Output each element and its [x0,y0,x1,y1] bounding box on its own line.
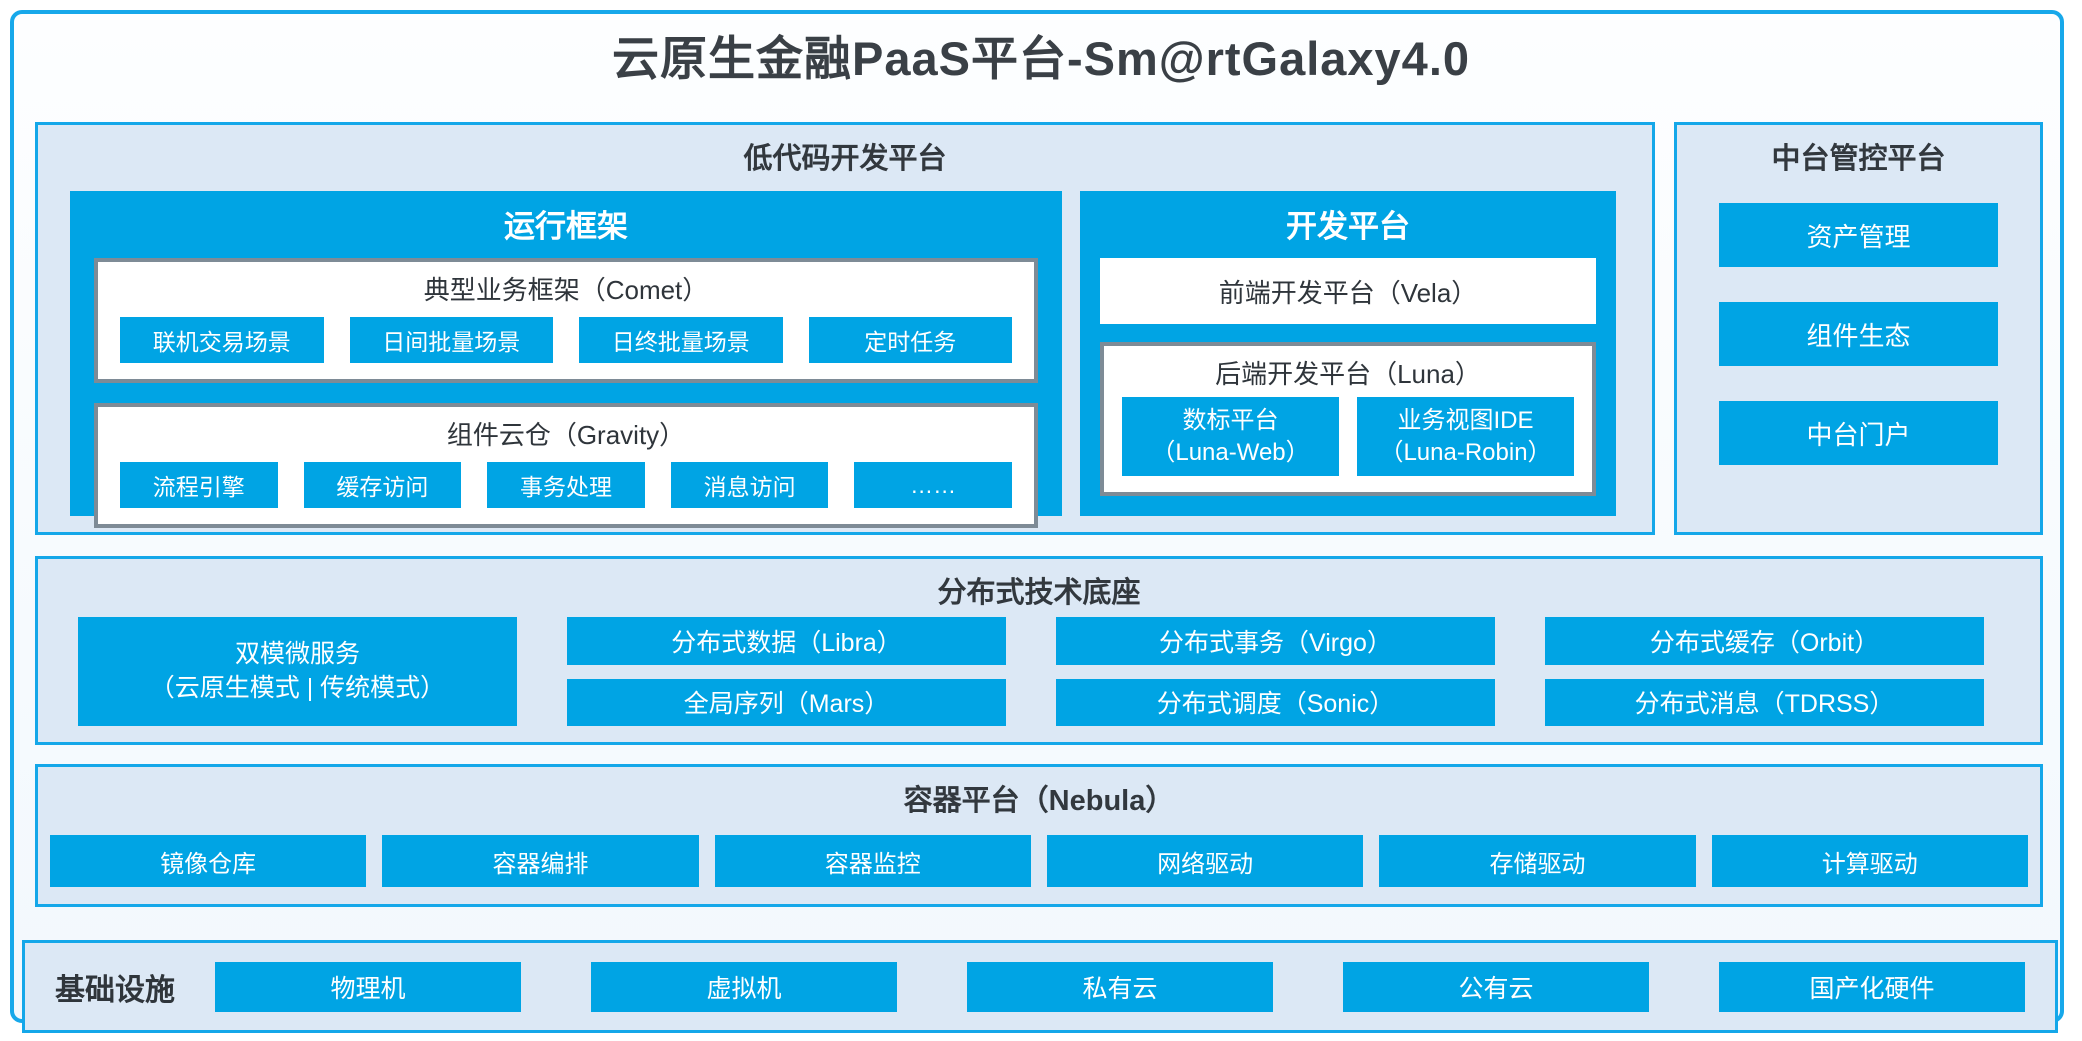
luna-robin-label: 业务视图IDE [1397,407,1534,435]
lowcode-content-row: 运行框架 典型业务框架（Comet） 联机交易场景 日间批量场景 日终批量场景 … [70,191,1616,528]
block-workflow-engine: 流程引擎 [120,462,278,508]
block-image-registry: 镜像仓库 [50,835,367,887]
dev-platform-box: 开发平台 前端开发平台（Vela） 后端开发平台（Luna） 数标平台 （Lun… [1080,191,1616,516]
lowcode-panel-title: 低代码开发平台 [743,143,947,175]
page-title: 云原生金融PaaS平台-Sm@rtGalaxy4.0 [611,32,1471,85]
container-panel-title: 容器平台（Nebula） [903,785,1175,817]
infrastructure-row: 基础设施 物理机 虚拟机 私有云 公有云 国产化硬件 [25,943,2055,1030]
block-eod-batch-scenario: 日终批量场景 [579,317,783,363]
block-network-driver: 网络驱动 [1046,835,1364,887]
runtime-framework-box: 运行框架 典型业务框架（Comet） 联机交易场景 日间批量场景 日终批量场景 … [70,191,1062,528]
block-intraday-batch-scenario: 日间批量场景 [349,317,553,363]
luna-backend-title: 后端开发平台（Luna） [1215,359,1481,389]
block-luna-robin: 业务视图IDE （Luna-Robin） [1357,397,1574,476]
block-asset-management: 资产管理 [1719,203,1998,267]
panel-lowcode-platform: 低代码开发平台 运行框架 典型业务框架（Comet） 联机交易场景 日间批量场景… [35,122,1655,535]
block-distributed-scheduler-sonic: 分布式调度（Sonic） [1056,678,1495,726]
block-cache-access: 缓存访问 [303,462,462,508]
panel-infrastructure: 基础设施 物理机 虚拟机 私有云 公有云 国产化硬件 [22,940,2058,1033]
block-distributed-message-tdrss: 分布式消息（TDRSS） [1545,678,1984,726]
comet-framework-title: 典型业务框架（Comet） [423,275,709,305]
block-container-orchestration: 容器编排 [382,835,699,887]
block-distributed-txn-virgo: 分布式事务（Virgo） [1056,617,1495,665]
block-more-ellipsis: …… [854,462,1012,508]
container-blocks-row: 镜像仓库 容器编排 容器监控 网络驱动 存储驱动 计算驱动 [50,835,2028,887]
block-private-cloud: 私有云 [967,961,1273,1012]
block-storage-driver: 存储驱动 [1379,835,1696,887]
dual-mode-label: 双模微服务 [234,639,360,668]
block-luna-web: 数标平台 （Luna-Web） [1122,397,1339,476]
midplatform-panel-title: 中台管控平台 [1771,143,1946,175]
gravity-warehouse-box: 组件云仓（Gravity） 流程引擎 缓存访问 事务处理 消息访问 …… [94,403,1038,528]
block-distributed-data-libra: 分布式数据（Libra） [567,617,1006,665]
comet-blocks-row: 联机交易场景 日间批量场景 日终批量场景 定时任务 [120,317,1012,363]
block-component-ecosystem: 组件生态 [1719,302,1998,366]
panel-distributed-base: 分布式技术底座 双模微服务 （云原生模式 | 传统模式） 分布式数据（Libra… [35,556,2043,745]
block-online-txn-scenario: 联机交易场景 [120,317,324,363]
luna-web-sublabel: （Luna-Web） [1151,438,1310,466]
distributed-panel-title: 分布式技术底座 [937,577,1141,609]
block-compute-driver: 计算驱动 [1711,835,2028,887]
distributed-blocks-grid: 双模微服务 （云原生模式 | 传统模式） 分布式数据（Libra） 分布式事务（… [78,617,1984,726]
block-domestic-hardware: 国产化硬件 [1719,961,2025,1012]
dev-platform-title: 开发平台 [1286,209,1410,244]
block-transaction-processing: 事务处理 [487,462,645,508]
luna-blocks-row: 数标平台 （Luna-Web） 业务视图IDE （Luna-Robin） [1122,397,1574,476]
block-dual-mode-microservice: 双模微服务 （云原生模式 | 传统模式） [78,617,517,726]
panel-container-platform: 容器平台（Nebula） 镜像仓库 容器编排 容器监控 网络驱动 存储驱动 计算… [35,764,2043,907]
midplatform-blocks-column: 资产管理 组件生态 中台门户 [1719,203,1998,465]
block-distributed-cache-orbit: 分布式缓存（Orbit） [1545,617,1984,665]
gravity-blocks-row: 流程引擎 缓存访问 事务处理 消息访问 …… [120,462,1012,508]
block-physical-machine: 物理机 [215,961,521,1012]
block-message-access: 消息访问 [670,462,829,508]
gravity-warehouse-title: 组件云仓（Gravity） [446,420,686,450]
runtime-framework-title: 运行框架 [504,209,628,244]
infrastructure-label: 基础设施 [55,973,175,1007]
block-virtual-machine: 虚拟机 [591,961,897,1012]
luna-robin-sublabel: （Luna-Robin） [1379,438,1552,466]
block-global-sequence-mars: 全局序列（Mars） [567,678,1006,726]
dual-mode-sublabel: （云原生模式 | 传统模式） [149,673,446,702]
block-container-monitoring: 容器监控 [714,835,1031,887]
block-scheduled-task: 定时任务 [808,317,1012,363]
block-public-cloud: 公有云 [1343,961,1649,1012]
infrastructure-blocks-row: 物理机 虚拟机 私有云 公有云 国产化硬件 [215,961,2025,1012]
luna-backend-box: 后端开发平台（Luna） 数标平台 （Luna-Web） 业务视图IDE （Lu… [1100,342,1596,496]
panel-midplatform-control: 中台管控平台 资产管理 组件生态 中台门户 [1674,122,2043,535]
block-vela-frontend: 前端开发平台（Vela） [1100,258,1596,324]
comet-framework-box: 典型业务框架（Comet） 联机交易场景 日间批量场景 日终批量场景 定时任务 [94,258,1038,383]
luna-web-label: 数标平台 [1182,407,1279,435]
block-midplatform-portal: 中台门户 [1719,401,1998,465]
